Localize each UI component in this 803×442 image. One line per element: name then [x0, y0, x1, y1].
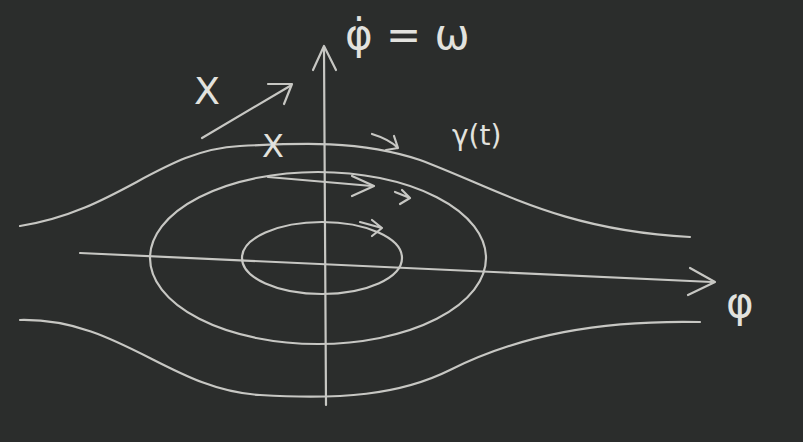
middle-orbit: [150, 172, 486, 344]
flow-arrow: [360, 220, 382, 236]
flow-arrow: [395, 190, 410, 204]
axis-label: φ: [726, 282, 754, 324]
vector-field-label: X: [262, 130, 284, 162]
inner-orbit: [242, 222, 402, 294]
flow-arrow: [372, 134, 398, 150]
vector-arrowhead: [352, 176, 374, 196]
axis-label: φ̇ = ω: [345, 14, 470, 56]
axis-arrowhead: [313, 46, 336, 70]
outer-orbit-top: [20, 144, 690, 237]
outer-orbit-bottom: [20, 320, 700, 397]
vector-field-label: X: [194, 72, 220, 110]
omega-axis: [324, 48, 326, 405]
axis-arrowhead: [688, 268, 715, 295]
phi-axis: [80, 253, 712, 282]
vector-arrowhead: [268, 84, 292, 104]
trajectory-label: γ(t): [452, 122, 501, 150]
